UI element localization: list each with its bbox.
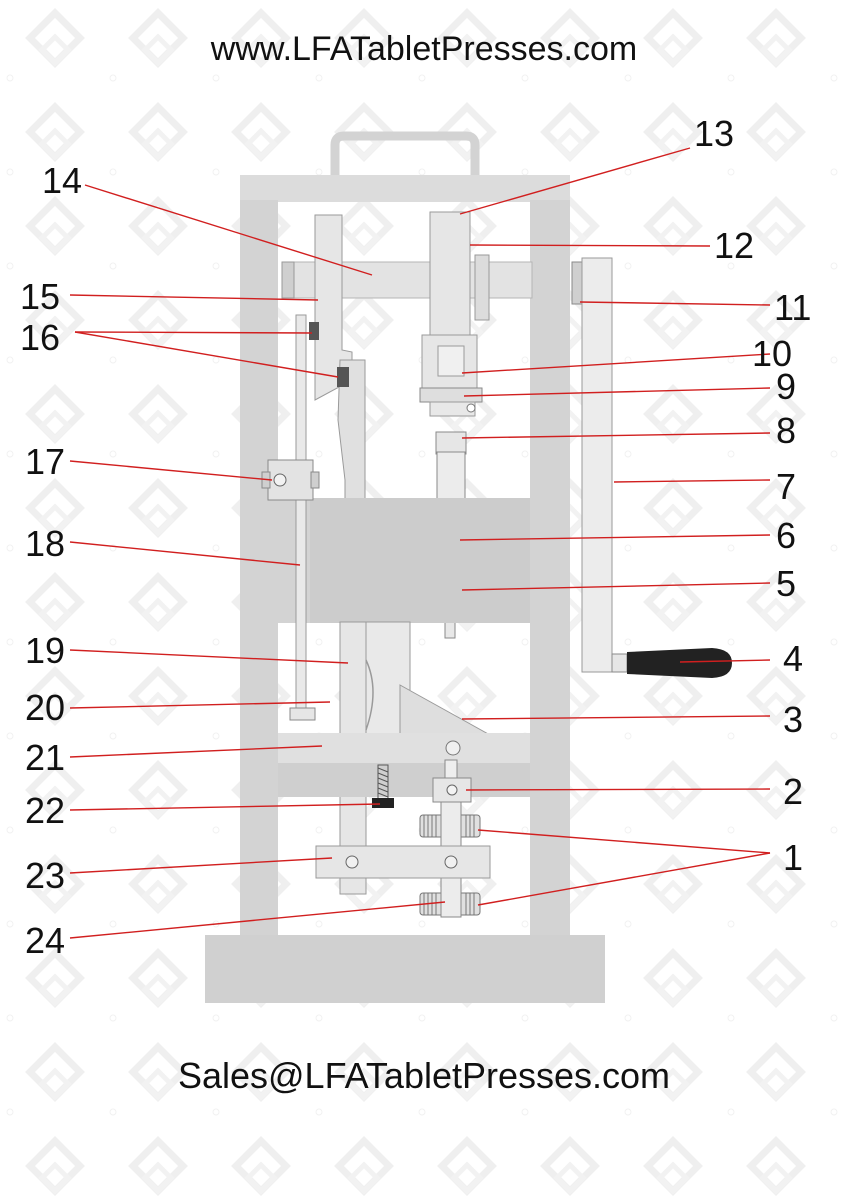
frame-base <box>205 935 605 1003</box>
rod-bracket-pin <box>273 473 287 487</box>
callout-15: 15 <box>20 276 60 317</box>
lower-table-plate <box>278 733 530 763</box>
crossbar-left-cap <box>281 261 295 299</box>
adjust-pad-upper <box>309 322 319 340</box>
callout-3: 3 <box>783 699 803 740</box>
callout-13: 13 <box>694 113 734 154</box>
lower-table-pin <box>445 740 461 756</box>
callout-14: 14 <box>42 160 82 201</box>
sales-email: Sales@LFATabletPresses.com <box>177 1055 671 1096</box>
callout-17: 17 <box>25 441 65 482</box>
adjust-pad-lower <box>337 367 349 387</box>
callout-9: 9 <box>776 366 796 407</box>
crank-arm <box>581 257 613 673</box>
callout-20: 20 <box>25 687 65 728</box>
callout-6: 6 <box>776 515 796 556</box>
callout-2: 2 <box>783 771 803 812</box>
callout-12: 12 <box>714 225 754 266</box>
callout-16: 16 <box>20 317 60 358</box>
handle-collar <box>611 653 628 673</box>
frame-left-column <box>240 200 278 940</box>
machine <box>205 131 732 1003</box>
rod-bracket-screw-right <box>310 471 320 489</box>
depth-screw <box>372 764 394 808</box>
callout-11: 11 <box>774 287 811 328</box>
callout-5: 5 <box>776 563 796 604</box>
callout-24: 24 <box>25 920 65 961</box>
ejector-cam <box>365 659 374 731</box>
lower-crossbar-pin-left <box>345 855 359 869</box>
lower-post-foot <box>339 877 367 895</box>
callout-23: 23 <box>25 855 65 896</box>
website-url: www.LFATabletPresses.com <box>210 30 638 68</box>
callout-19: 19 <box>25 630 65 671</box>
callout-1: 1 <box>783 837 803 878</box>
upper-punch-holder <box>429 211 471 348</box>
lower-table-band <box>278 763 530 797</box>
die-table <box>310 498 530 623</box>
handle-grip <box>627 648 732 678</box>
rod-foot <box>289 707 316 721</box>
callout-numbers: 1 2 3 4 5 6 7 8 9 10 11 12 13 14 15 16 1… <box>20 113 811 961</box>
callout-10: 10 <box>752 333 792 374</box>
frame-right-column <box>530 200 570 940</box>
upper-punch-nut <box>437 345 465 377</box>
leader-lines <box>69 147 771 939</box>
lower-punch-stem <box>444 759 458 781</box>
callout-7: 7 <box>776 466 796 507</box>
crossbar-right-block <box>474 254 490 321</box>
frame-top <box>240 175 570 202</box>
lower-crossbar-pin-right <box>444 855 458 869</box>
callout-8: 8 <box>776 410 796 451</box>
callout-21: 21 <box>25 737 65 778</box>
upper-punch-clamp <box>419 387 483 403</box>
callout-4: 4 <box>783 638 803 679</box>
callout-18: 18 <box>25 523 65 564</box>
punch-top-collar <box>435 431 467 455</box>
lower-punch-pin <box>446 784 458 796</box>
callout-22: 22 <box>25 790 65 831</box>
cam-arm <box>314 214 353 401</box>
guide-rod <box>295 314 307 711</box>
lower-crossbar <box>315 845 491 879</box>
carry-handle <box>330 131 480 178</box>
clamp-screw <box>466 403 476 413</box>
